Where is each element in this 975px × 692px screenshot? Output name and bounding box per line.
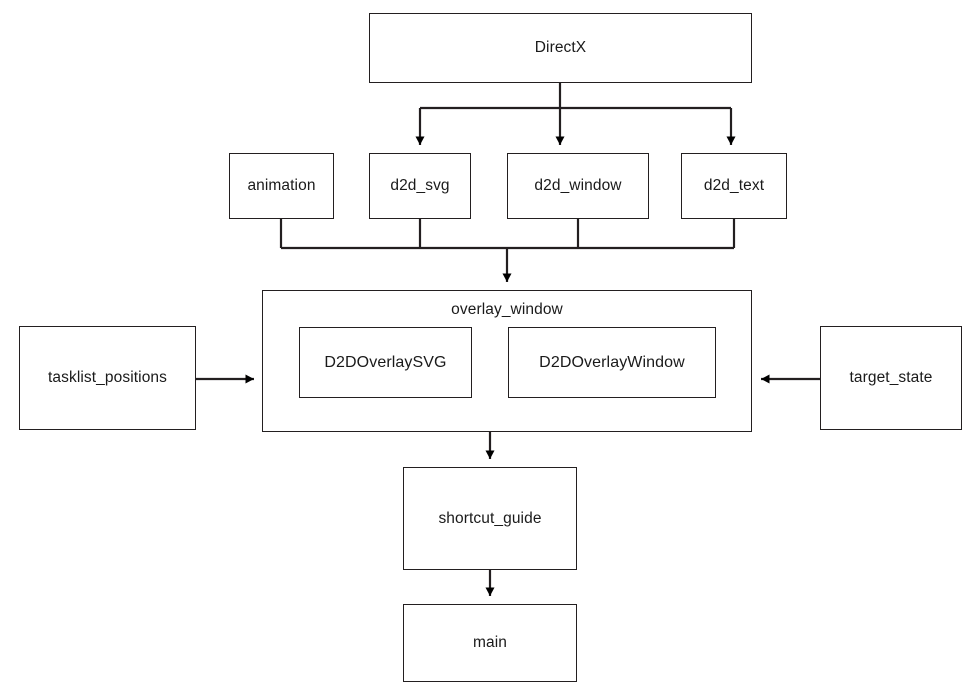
node-main[interactable]: main [403,604,577,682]
node-label: target_state [849,369,933,386]
node-label: d2d_text [703,177,765,194]
node-animation[interactable]: animation [229,153,334,219]
node-overlay-window-group[interactable]: overlay_window [262,290,752,432]
node-target-state[interactable]: target_state [820,326,962,430]
node-label: DirectX [534,39,587,56]
node-label: shortcut_guide [438,509,542,527]
group-title-overlay-window: overlay_window [451,301,563,318]
node-label: D2DOverlayWindow [539,353,685,371]
edge-modules-merge-overlay [279,219,736,282]
node-d2doverlaysvg[interactable]: D2DOverlaySVG [299,327,472,398]
node-d2d-svg[interactable]: d2d_svg [369,153,471,219]
node-shortcut-guide[interactable]: shortcut_guide [403,467,577,570]
node-label: D2DOverlaySVG [324,353,447,371]
node-label: d2d_window [534,177,622,194]
node-label: animation [247,177,316,194]
node-tasklist-positions[interactable]: tasklist_positions [19,326,196,430]
node-d2d-window[interactable]: d2d_window [507,153,649,219]
node-label: main [473,634,507,651]
node-directx[interactable]: DirectX [369,13,752,83]
node-d2d-text[interactable]: d2d_text [681,153,787,219]
node-label: d2d_svg [390,177,450,194]
node-label: tasklist_positions [48,369,167,386]
edge-directx-fanout [415,83,736,145]
node-d2doverlaywindow[interactable]: D2DOverlayWindow [508,327,716,398]
